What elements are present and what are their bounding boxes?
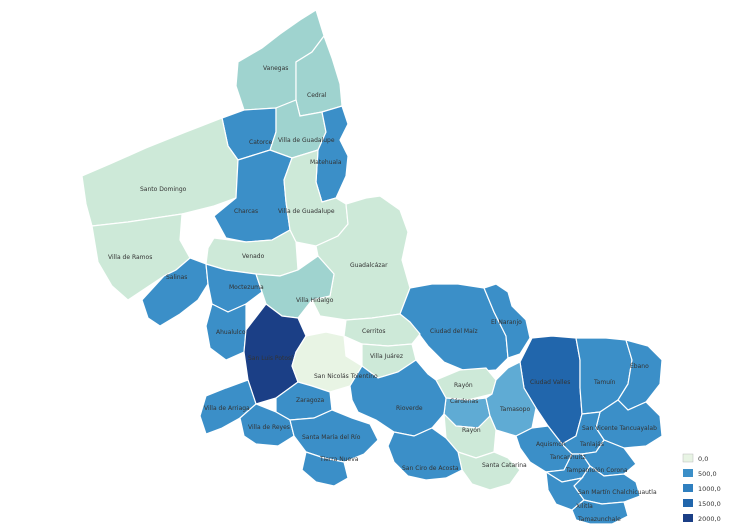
region-santa-catarina[interactable]: Santa Catarina [457, 451, 521, 491]
region-label: Tanlajás [579, 441, 604, 448]
region-label: Aquismón [536, 441, 566, 448]
map-labels: Vanegas Cedral Catorce Villa de Guadalup… [108, 65, 657, 523]
region-tierra-nueva[interactable]: Tierra Nueva [301, 451, 349, 487]
region-label: Xilitla [576, 503, 593, 510]
legend-swatch [682, 453, 694, 463]
legend-swatch [683, 514, 693, 522]
region-label: Ciudad Valles [530, 379, 570, 386]
region-label: Ahualulco [216, 329, 246, 336]
region-label: Santa Catarina [482, 462, 527, 469]
region-santa-maria-del-rio[interactable]: Santa María del Río [289, 409, 379, 463]
region-label: San Luis Potosí [248, 355, 293, 362]
map-legend: 0,0 500,0 1000,0 1500,0 2000,0 [682, 453, 721, 523]
region-san-nicolas-tolentino[interactable]: San Nicolás Tolentino [291, 331, 363, 393]
region-label: Moctezuma [229, 284, 264, 291]
region-label: Ciudad del Maíz [430, 328, 478, 335]
region-label: Tampamolón Corona [565, 467, 628, 474]
region-label: Cárdenas [450, 398, 478, 405]
region-label: Villa Juárez [370, 353, 403, 360]
region-label: Rioverde [396, 405, 423, 412]
region-matehuala[interactable]: Matehuala [315, 105, 349, 203]
region-salinas[interactable]: Salinas [141, 257, 209, 327]
region-label: Cedral [307, 92, 327, 99]
region-label: Vanegas [263, 65, 288, 72]
legend-label: 2000,0 [698, 515, 721, 523]
region-label: El Naranjo [491, 319, 522, 326]
region-label: Ébano [630, 362, 649, 370]
map-regions: Vanegas Cedral Catorce Villa de Guadalup… [81, 9, 663, 525]
region-label: Guadalcázar [350, 262, 388, 269]
legend-label: 500,0 [698, 470, 717, 478]
region-label: Tamazunchale [577, 516, 621, 523]
region-label: San Vicente Tancuayalab [582, 425, 657, 432]
region-el-naranjo[interactable]: El Naranjo [483, 283, 531, 359]
region-label: Tancanhuitz [549, 454, 586, 461]
region-label: Rayón [454, 382, 473, 389]
region-label: Charcas [234, 208, 258, 215]
region-label: Villa de Arriaga [204, 405, 250, 412]
region-san-ciro-de-acosta[interactable]: San Ciro de Acosta [387, 427, 463, 481]
region-label: Santo Domingo [140, 186, 187, 193]
region-label: San Martín Chalchicuautla [578, 489, 657, 496]
region-label: Villa de Guadalupe [278, 208, 335, 215]
region-cerritos[interactable]: Cerritos [343, 313, 421, 347]
legend-label: 0,0 [698, 455, 708, 463]
region-label: Villa Hidalgo [296, 297, 334, 304]
legend-swatch [683, 499, 693, 507]
region-tamazunchale[interactable]: Tamazunchale [571, 499, 629, 525]
region-label: Tamuín [593, 379, 616, 386]
region-rioverde[interactable]: Rioverde [349, 359, 447, 437]
region-label: Venado [242, 253, 265, 260]
region-label: Villa de Guadalupe [278, 137, 335, 144]
legend-label: 1000,0 [698, 485, 721, 493]
region-label: Zaragoza [296, 397, 325, 404]
region-label: Villa de Reyes [248, 424, 290, 431]
region-label: San Ciro de Acosta [402, 465, 459, 472]
region-label: Matehuala [310, 159, 342, 166]
region-label: Rayón [462, 427, 481, 434]
region-label: San Nicolás Tolentino [314, 373, 378, 380]
legend-swatch [683, 484, 693, 492]
region-label: Tierra Nueva [319, 456, 359, 463]
region-tamasopo[interactable]: Tamasopo [485, 361, 537, 437]
legend-label: 1500,0 [698, 500, 721, 508]
region-label: Salinas [166, 274, 187, 281]
region-santo-domingo[interactable]: Santo Domingo [81, 117, 239, 227]
region-villa-hidalgo[interactable]: Villa Hidalgo [255, 255, 335, 319]
legend-swatch [683, 469, 693, 477]
region-label: Tamasopo [499, 406, 530, 413]
region-label: Catorce [249, 139, 273, 146]
region-label: Cerritos [362, 328, 386, 335]
region-label: Villa de Ramos [108, 254, 152, 261]
region-label: Santa María del Río [302, 434, 361, 441]
